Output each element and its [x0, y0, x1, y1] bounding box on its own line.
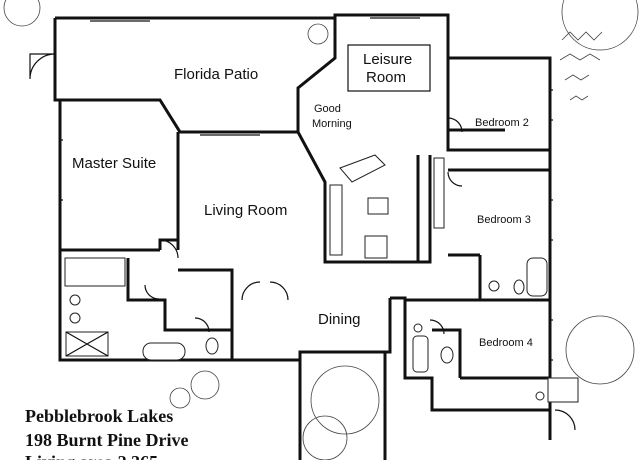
tree-top-right	[561, 0, 639, 51]
door-master-wc	[194, 317, 210, 333]
room-label-bedroom-3: Bedroom 3	[477, 214, 531, 226]
room-label-leisure-room-line2: Room	[366, 69, 406, 86]
title-address: 198 Burnt Pine Drive	[25, 430, 189, 450]
master-toilet	[205, 337, 219, 355]
master-vanity	[64, 257, 126, 287]
kitchen-counter	[329, 184, 343, 256]
room-label-dining: Dining	[318, 311, 361, 328]
master-sink-2	[69, 312, 81, 324]
room-label-living-room: Living Room	[204, 202, 287, 219]
bath2-sink	[488, 280, 500, 292]
master-sink-1	[69, 294, 81, 306]
door-bedroom2	[447, 117, 463, 133]
leisure-room-box	[347, 44, 431, 92]
door-master-bath	[144, 284, 160, 300]
plant-patio	[307, 23, 329, 45]
door-bedroom3	[447, 171, 463, 187]
bath3-toilet	[440, 346, 454, 364]
room-labels: Florida Patio Leisure Room Good Morning …	[72, 44, 533, 349]
bath2-toilet	[513, 279, 525, 295]
room-label-florida-patio: Florida Patio	[174, 66, 258, 83]
title-community: Pebblebrook Lakes	[25, 406, 173, 426]
room-label-bedroom-4: Bedroom 4	[479, 337, 533, 349]
doors	[29, 53, 576, 431]
room-label-good-morning-line1: Good	[314, 103, 341, 115]
room-label-leisure-room-line1: Leisure	[363, 51, 412, 68]
tree-front-large	[310, 365, 380, 435]
shrub-front-left	[190, 370, 220, 400]
walls	[53, 13, 552, 460]
kitchen-island	[339, 154, 386, 183]
door-garage	[554, 409, 576, 431]
garage-utility	[535, 391, 545, 401]
tree-bottom-right	[565, 315, 635, 385]
title-living-area: Living area 2,365	[25, 452, 158, 460]
landscaping	[3, 0, 639, 460]
shrubs-right	[559, 31, 603, 101]
kitchen-range	[364, 235, 388, 259]
shrub-front-left-2	[169, 387, 191, 409]
fixtures	[64, 154, 579, 403]
bath3-shower	[412, 335, 429, 373]
room-label-good-morning-line2: Morning	[312, 118, 352, 130]
door-master	[159, 239, 179, 259]
door-bedroom4	[429, 319, 445, 335]
windows	[60, 14, 553, 361]
room-label-bedroom-2: Bedroom 2	[475, 117, 529, 129]
garage-water-heater	[547, 377, 579, 403]
master-tub	[142, 342, 186, 361]
bath2-tub	[526, 257, 548, 297]
title-block: Pebblebrook Lakes 198 Burnt Pine Drive L…	[25, 406, 189, 460]
tree-top-left	[3, 0, 41, 27]
kitchen-sink	[367, 197, 389, 215]
bath3-sink	[413, 323, 423, 333]
door-patio-left	[29, 53, 56, 80]
room-label-master-suite: Master Suite	[72, 155, 156, 172]
tree-front-small	[302, 415, 348, 460]
door-entry-double	[241, 281, 289, 301]
hall-closet	[433, 157, 445, 229]
